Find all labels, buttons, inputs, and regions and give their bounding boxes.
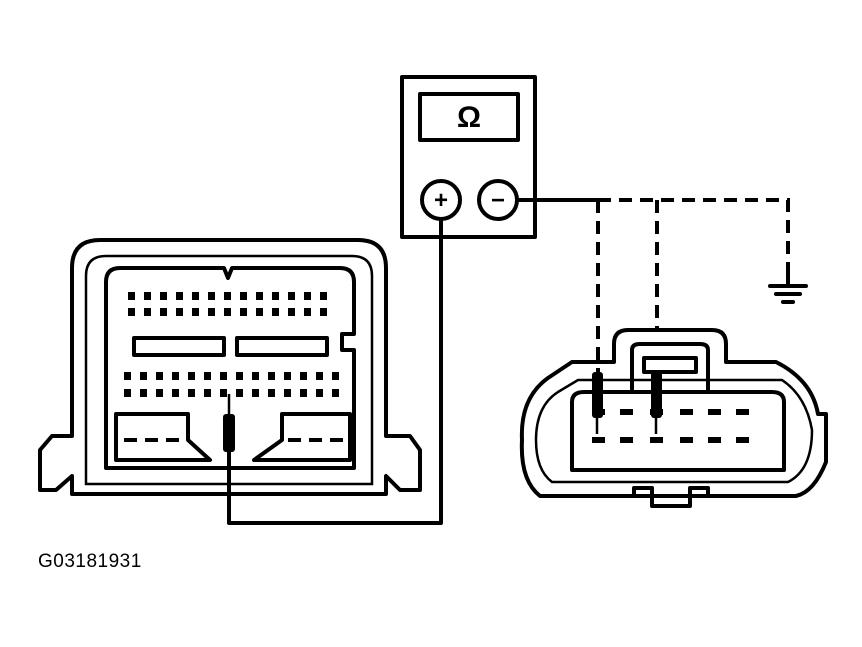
ecu-latch-left bbox=[114, 412, 212, 462]
sensor-terminal-row-2 bbox=[592, 437, 749, 443]
positive-lead-wire bbox=[227, 217, 443, 525]
ohmmeter: Ω + − bbox=[400, 75, 537, 239]
sensor-connector-housing bbox=[519, 328, 828, 498]
sensor-connector-latch-window bbox=[642, 356, 698, 374]
ohmmeter-display bbox=[418, 92, 520, 142]
ground-icon bbox=[768, 266, 808, 304]
sensor-connector-latch bbox=[630, 342, 710, 394]
ecu-pin-row-3 bbox=[124, 372, 339, 380]
ecu-latch-right bbox=[252, 412, 352, 462]
negative-terminal-label: − bbox=[491, 187, 505, 214]
ecu-pin-row-4 bbox=[124, 389, 339, 397]
ecu-probe bbox=[223, 414, 235, 452]
sensor-connector bbox=[519, 328, 828, 508]
ecu-key-slot-left bbox=[132, 336, 226, 357]
test-leads bbox=[227, 198, 790, 525]
ecu-connector-inner-shell bbox=[84, 254, 374, 486]
figure-id: G03181931 bbox=[38, 551, 142, 572]
ohmmeter-display-symbol: Ω bbox=[457, 101, 481, 134]
positive-terminal-label: + bbox=[434, 187, 448, 214]
sensor-terminal-row-1 bbox=[596, 409, 749, 415]
ecu-key-slot-right bbox=[235, 336, 329, 357]
sensor-connector-bottom-tab bbox=[632, 486, 710, 508]
ecu-connector-housing bbox=[38, 238, 422, 496]
ecu-connector bbox=[38, 238, 422, 496]
sensor-probe-1 bbox=[592, 372, 603, 418]
sensor-connector-inner-shell bbox=[534, 378, 814, 484]
negative-lead-dashed-path bbox=[598, 198, 790, 268]
ohmmeter-body bbox=[400, 75, 537, 239]
ecu-pin-row-2 bbox=[128, 308, 327, 316]
ecu-pin-row-1 bbox=[128, 292, 327, 300]
sensor-probe-2 bbox=[651, 370, 662, 418]
ecu-connector-face bbox=[104, 266, 356, 470]
sensor-connector-face bbox=[570, 390, 786, 472]
